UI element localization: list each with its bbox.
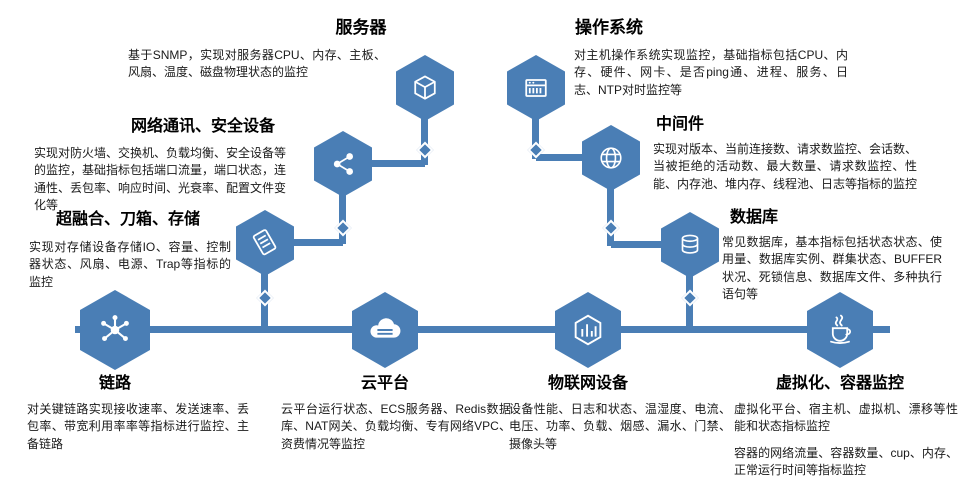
- link-hex-node: [80, 290, 150, 370]
- database-title: 数据库: [730, 209, 779, 226]
- server-title: 服务器: [335, 18, 387, 37]
- network-title: 网络通讯、安全设备: [131, 118, 276, 135]
- server-rack-icon: [525, 79, 547, 97]
- storage-description: 实现对存储设备存储IO、容量、控制器状态、风扇、电源、Trap等指标的监控: [29, 240, 231, 289]
- virtualization-description: 虚拟化平台、宿主机、虚拟机、漂移等性能和状态指标监控 容器的网络流量、容器数量、…: [734, 401, 958, 480]
- connector-os-middleware: [536, 154, 611, 161]
- joint-diamond: [602, 219, 620, 237]
- middleware-hex-node: [582, 125, 640, 191]
- cloud-description: 云平台运行状态、ECS服务器、Redis数据库、NAT网关、负载均衡、专有网络V…: [281, 402, 511, 451]
- database-icon: [681, 234, 699, 254]
- cloud-hex-node: [352, 292, 418, 368]
- iot-sensor-icon: [574, 314, 602, 346]
- java-cup-icon: [830, 314, 852, 344]
- hub-link-icon: [101, 315, 129, 342]
- os-description: 对主机操作系统实现监控，基础指标包括CPU、内存、硬件、网卡、是否ping通、进…: [574, 48, 848, 97]
- connector-middleware-database: [611, 241, 690, 248]
- connector-server-network: [343, 160, 425, 167]
- storage-title: 超融合、刀箱、存储: [56, 211, 201, 228]
- cube-icon: [414, 75, 436, 100]
- joint-diamond: [256, 289, 274, 307]
- middleware-description: 实现对版本、当前连接数、请求数监控、会话数、当被拒绝的活动数、最大数量、请求数监…: [653, 142, 918, 191]
- iot-hex-node: [555, 292, 621, 368]
- iot-description: 设备性能、日志和状态、温湿度、电流、电压、功率、负载、烟感、漏水、门禁、摄像头等: [509, 402, 731, 451]
- connector-database-mainline: [686, 245, 693, 331]
- connector-os-vertical: [532, 85, 539, 159]
- connector-network-vertical: [339, 164, 346, 244]
- virtualization-description-container: 容器的网络流量、容器数量、cup、内存、正常运行时间等指标监控: [734, 445, 958, 478]
- connector-server-vertical: [421, 85, 428, 165]
- joint-diamond: [416, 141, 434, 159]
- os-title: 操作系统: [575, 18, 643, 37]
- share-network-icon: [333, 153, 353, 175]
- link-description: 对关键链路实现接收速率、发送速率、丢包率、带宽利用率率等指标进行监控、主备链路: [27, 402, 249, 451]
- scroll-icon: [252, 229, 277, 256]
- connector-storage-mainline: [261, 243, 268, 331]
- virtualization-title: 虚拟化、容器监控: [775, 375, 904, 392]
- virtualization-description-vm: 虚拟化平台、宿主机、虚拟机、漂移等性能和状态指标监控: [734, 402, 958, 434]
- server-hex-node: [396, 55, 454, 121]
- link-title: 链路: [98, 375, 131, 392]
- cloud-title: 云平台: [360, 375, 409, 392]
- storage-hex-node: [236, 210, 294, 276]
- joint-diamond: [334, 219, 352, 237]
- database-description: 常见数据库，基本指标包括状态状态、使用量、数据库实例、群集状态、BUFFER状况…: [722, 235, 942, 302]
- cloud-icon: [370, 318, 401, 338]
- globe-icon: [600, 147, 622, 169]
- connector-main-line: [75, 326, 890, 333]
- middleware-title: 中间件: [656, 116, 705, 133]
- connector-network-storage: [265, 239, 343, 246]
- database-hex-node: [661, 212, 719, 278]
- network-description: 实现对防火墙、交换机、负载均衡、安全设备等的监控，基础指标包括端口流量，端口状态…: [34, 146, 287, 213]
- server-description: 基于SNMP，实现对服务器CPU、内存、主板、风扇、温度、磁盘物理状态的监控: [128, 48, 386, 80]
- network-hex-node: [314, 131, 372, 197]
- iot-title: 物联网设备: [547, 375, 628, 392]
- joint-diamond: [681, 289, 699, 307]
- os-hex-node: [507, 55, 565, 121]
- connector-middleware-vertical: [607, 158, 614, 246]
